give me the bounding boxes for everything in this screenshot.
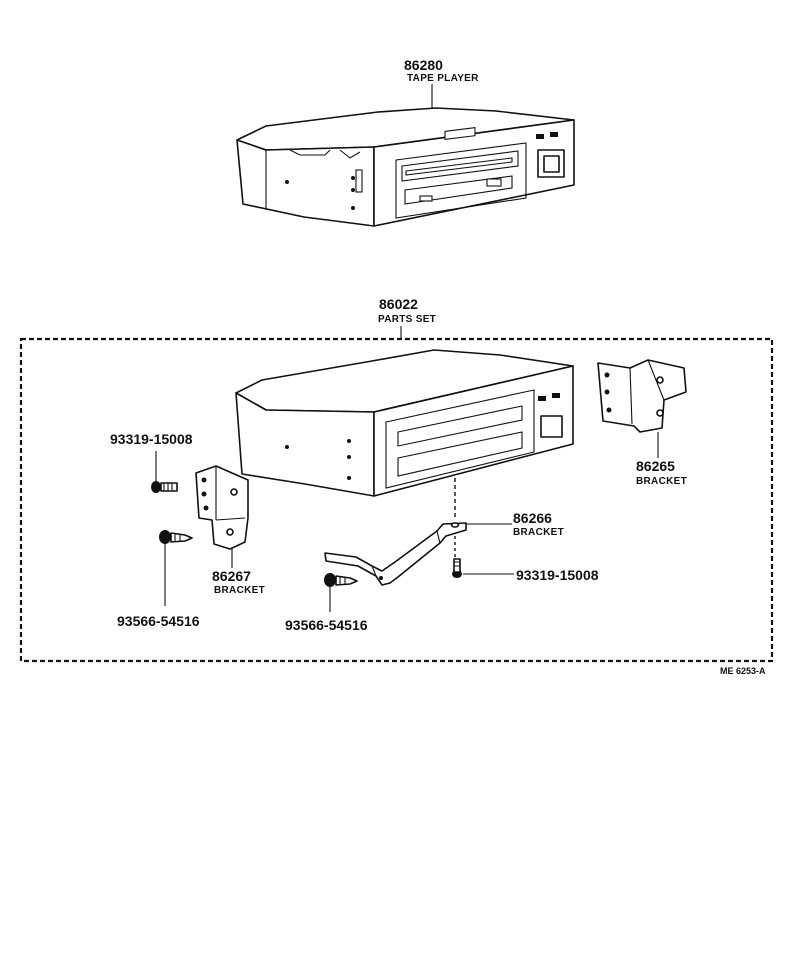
parts-set-boundary xyxy=(19,337,774,663)
figure-reference: ME 6253-A xyxy=(720,666,766,676)
radio-unit-illustration xyxy=(235,349,574,497)
tape-player-illustration xyxy=(236,107,575,227)
bolt-left-illustration xyxy=(151,481,178,493)
tape-player-part-number: 86280 xyxy=(404,57,443,73)
bolt-right-illustration xyxy=(452,558,462,578)
bracket-86267-part-number: 86267 xyxy=(212,568,251,584)
bracket-86265-illustration xyxy=(597,359,687,433)
bracket-86267-name: BRACKET xyxy=(214,585,265,596)
bracket-86266-name: BRACKET xyxy=(513,527,564,538)
screw-center-part-number: 93566-54516 xyxy=(285,617,368,633)
parts-set-name: PARTS SET xyxy=(378,314,436,325)
screw-left-illustration xyxy=(159,530,193,544)
bolt-right-part-number: 93319-15008 xyxy=(516,567,599,583)
screw-center-illustration xyxy=(324,573,358,587)
screw-left-part-number: 93566-54516 xyxy=(117,613,200,629)
bracket-86266-illustration xyxy=(324,522,467,586)
tape-player-name: TAPE PLAYER xyxy=(407,73,479,84)
bracket-86267-illustration xyxy=(195,465,249,550)
bracket-86266-part-number: 86266 xyxy=(513,510,552,526)
bracket-86265-name: BRACKET xyxy=(636,476,687,487)
parts-set-part-number: 86022 xyxy=(379,296,418,312)
bolt-left-part-number: 93319-15008 xyxy=(110,431,193,447)
bracket-86265-part-number: 86265 xyxy=(636,458,675,474)
